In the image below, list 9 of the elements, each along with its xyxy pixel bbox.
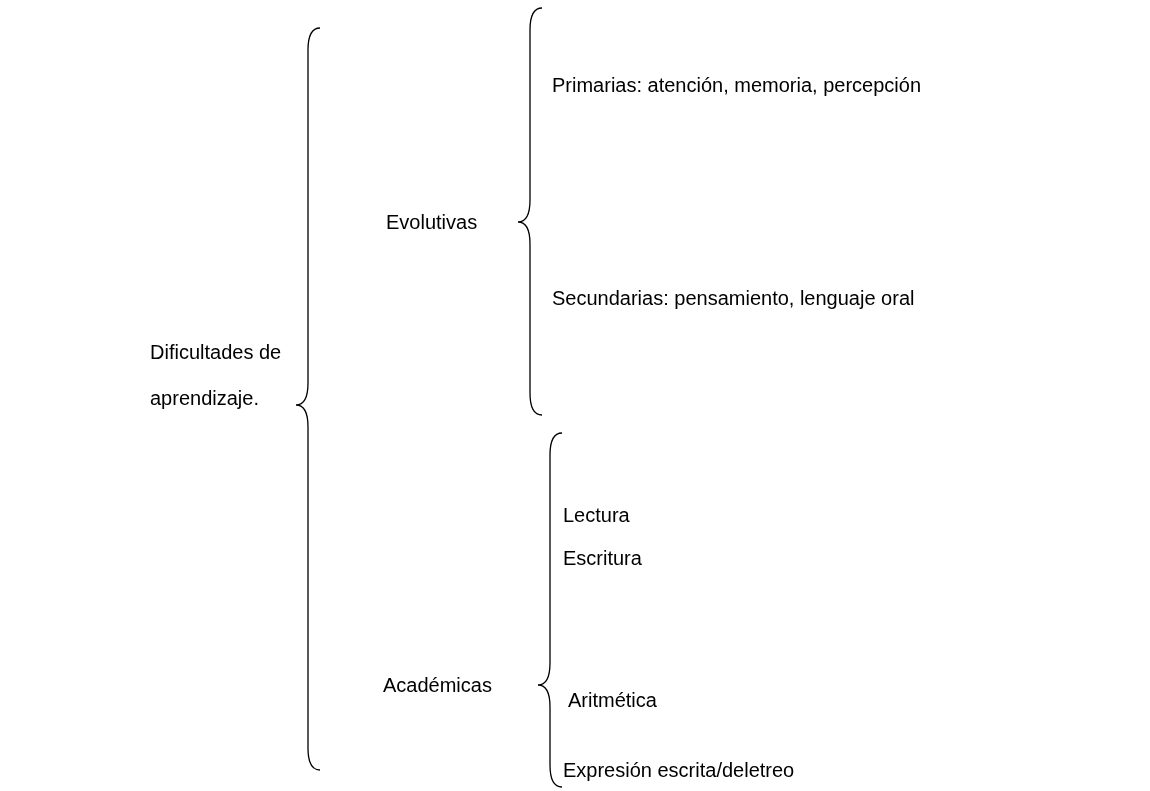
label-text: Académicas xyxy=(383,673,492,697)
label-text: Lectura xyxy=(563,503,630,527)
label-text: Secundarias: pensamiento, lenguaje oral xyxy=(552,286,915,310)
label-text: Expresión escrita/deletreo xyxy=(563,758,795,782)
label-text: Aritmética xyxy=(568,688,657,712)
label-text: Dificultades de aprendizaje. xyxy=(150,340,283,411)
label-text: Primarias: atención, memoria, percepción xyxy=(552,73,922,97)
label-text: Evolutivas xyxy=(386,210,478,234)
label-text: Escritura xyxy=(563,546,642,570)
